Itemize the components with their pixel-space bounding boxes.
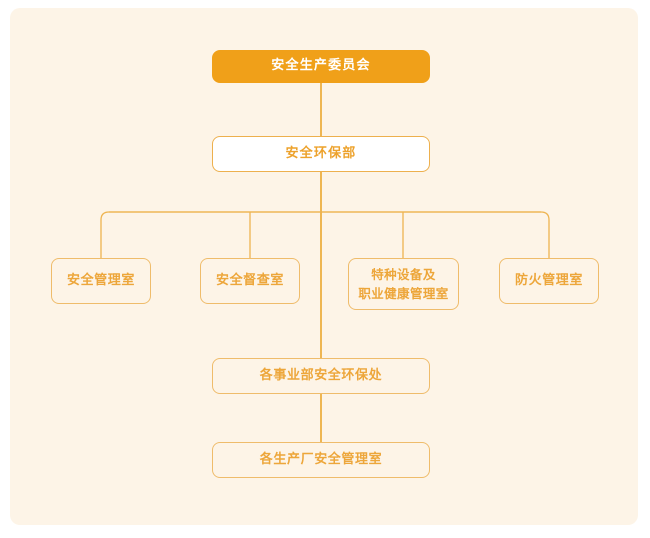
node-safety-inspection-office[interactable]: 安全督查室	[200, 258, 300, 304]
node-plant-safety-management-office[interactable]: 各生产厂安全管理室	[212, 442, 430, 478]
node-special-equipment-occupational-health-office[interactable]: 特种设备及 职业健康管理室	[348, 258, 459, 310]
org-chart: 安全生产委员会 安全环保部 安全管理室 安全督查室 特种设备及 职业健康管理室 …	[10, 8, 638, 525]
diagram-canvas: 安全生产委员会 安全环保部 安全管理室 安全督查室 特种设备及 职业健康管理室 …	[10, 8, 638, 525]
node-safety-production-committee[interactable]: 安全生产委员会	[212, 50, 430, 83]
node-division-safety-environment-division[interactable]: 各事业部安全环保处	[212, 358, 430, 394]
node-safety-environment-department[interactable]: 安全环保部	[212, 136, 430, 172]
node-safety-management-office[interactable]: 安全管理室	[51, 258, 151, 304]
node-fire-prevention-management-office[interactable]: 防火管理室	[499, 258, 599, 304]
edge-branch-bus	[100, 211, 550, 259]
